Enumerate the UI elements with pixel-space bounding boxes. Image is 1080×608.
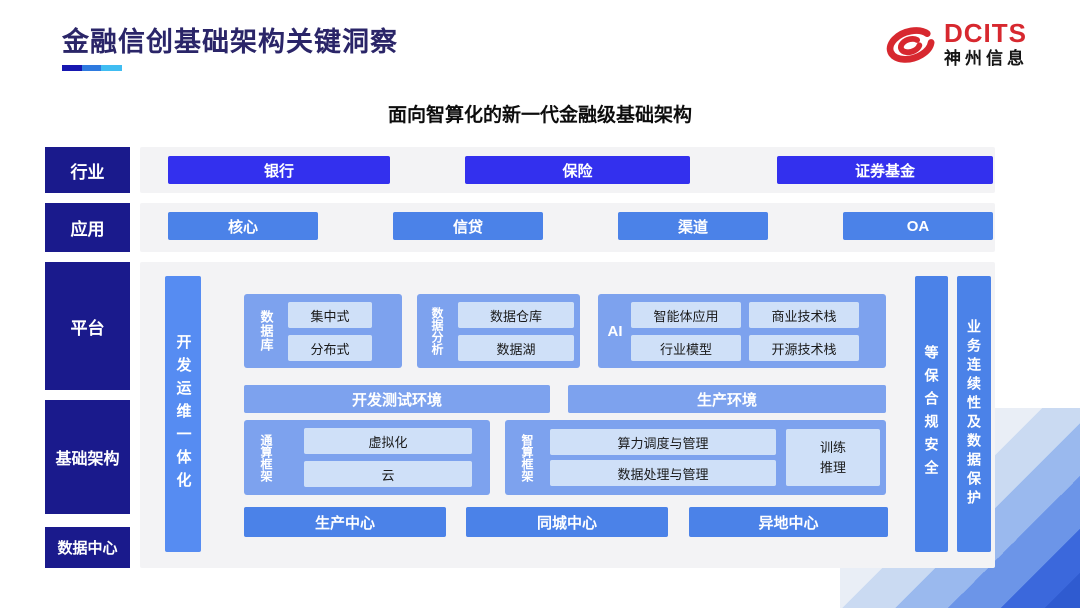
- layer-label-industry: 行业: [45, 147, 130, 193]
- intelligent-chip-compute-scheduling: 算力调度与管理: [550, 429, 776, 455]
- layer-label-platform: 平台: [45, 262, 130, 390]
- database-chip-centralized: 集中式: [288, 302, 372, 328]
- production-environment-bar: 生产环境: [568, 385, 886, 413]
- analytics-group-label: 数据分析: [430, 307, 444, 355]
- business-continuity-bar: 业务连续性及数据保护: [957, 276, 991, 552]
- database-group: 数据库 集中式 分布式: [244, 294, 402, 368]
- ai-chip-commercial-stack: 商业技术栈: [749, 302, 859, 328]
- logo-company-text: 神州信息: [944, 49, 1028, 68]
- page-title: 金融信创基础架构关键洞察: [62, 27, 398, 57]
- title-underline-segment-2: [82, 65, 101, 71]
- dcits-logo: DCITS 神州信息: [882, 16, 1052, 80]
- database-chip-distributed: 分布式: [288, 335, 372, 361]
- devops-vertical-bar: 开发运维一体化: [165, 276, 201, 552]
- intelligent-chip-training-inference: 训练 推理: [786, 429, 880, 486]
- app-item-credit: 信贷: [393, 212, 543, 240]
- general-framework-group: 通算框架 虚拟化 云: [244, 420, 490, 495]
- ai-chip-industry-models: 行业模型: [631, 335, 741, 361]
- architecture-container: 开发运维一体化 数据库 集中式 分布式 数据分析 数据仓库 数据湖 AI 智能体…: [140, 262, 995, 568]
- layer-label-datacenter: 数据中心: [45, 527, 130, 568]
- intelligent-framework-group: 智算框架 算力调度与管理 数据处理与管理 训练 推理: [505, 420, 886, 495]
- app-item-oa: OA: [843, 212, 993, 240]
- layer-label-infrastructure: 基础架构: [45, 400, 130, 514]
- ai-group: AI 智能体应用 商业技术栈 行业模型 开源技术栈: [598, 294, 886, 368]
- app-item-channel: 渠道: [618, 212, 768, 240]
- center-same-city: 同城中心: [466, 507, 668, 537]
- intelligent-chip-data-processing: 数据处理与管理: [550, 460, 776, 486]
- industry-item-insurance: 保险: [465, 156, 690, 184]
- general-framework-label: 通算框架: [259, 433, 273, 482]
- analytics-group: 数据分析 数据仓库 数据湖: [417, 294, 580, 368]
- swirl-icon: [882, 20, 940, 77]
- ai-chip-opensource-stack: 开源技术栈: [749, 335, 859, 361]
- layer-label-application: 应用: [45, 203, 130, 252]
- industry-item-securities: 证券基金: [777, 156, 993, 184]
- application-row: 核心 信贷 渠道 OA: [140, 203, 995, 252]
- logo-brand-text: DCITS: [944, 18, 1027, 48]
- ai-group-label: AI: [607, 322, 623, 340]
- industry-row: 银行 保险 证券基金: [140, 147, 995, 193]
- title-underline-segment-1: [62, 65, 82, 71]
- center-production: 生产中心: [244, 507, 446, 537]
- database-group-label: 数据库: [258, 310, 274, 352]
- title-underline-segment-3: [101, 65, 122, 71]
- diagram-subtitle: 面向智算化的新一代金融级基础架构: [387, 105, 692, 126]
- app-item-core: 核心: [168, 212, 318, 240]
- industry-item-bank: 银行: [168, 156, 390, 184]
- dev-test-environment-bar: 开发测试环境: [244, 385, 550, 413]
- ai-chip-agent-apps: 智能体应用: [631, 302, 741, 328]
- center-remote: 异地中心: [689, 507, 888, 537]
- analytics-chip-lake: 数据湖: [458, 335, 574, 361]
- general-chip-cloud: 云: [304, 461, 472, 487]
- general-chip-virtualization: 虚拟化: [304, 428, 472, 454]
- intelligent-framework-label: 智算框架: [520, 433, 534, 482]
- security-compliance-bar: 等保合规安全: [915, 276, 948, 552]
- analytics-chip-warehouse: 数据仓库: [458, 302, 574, 328]
